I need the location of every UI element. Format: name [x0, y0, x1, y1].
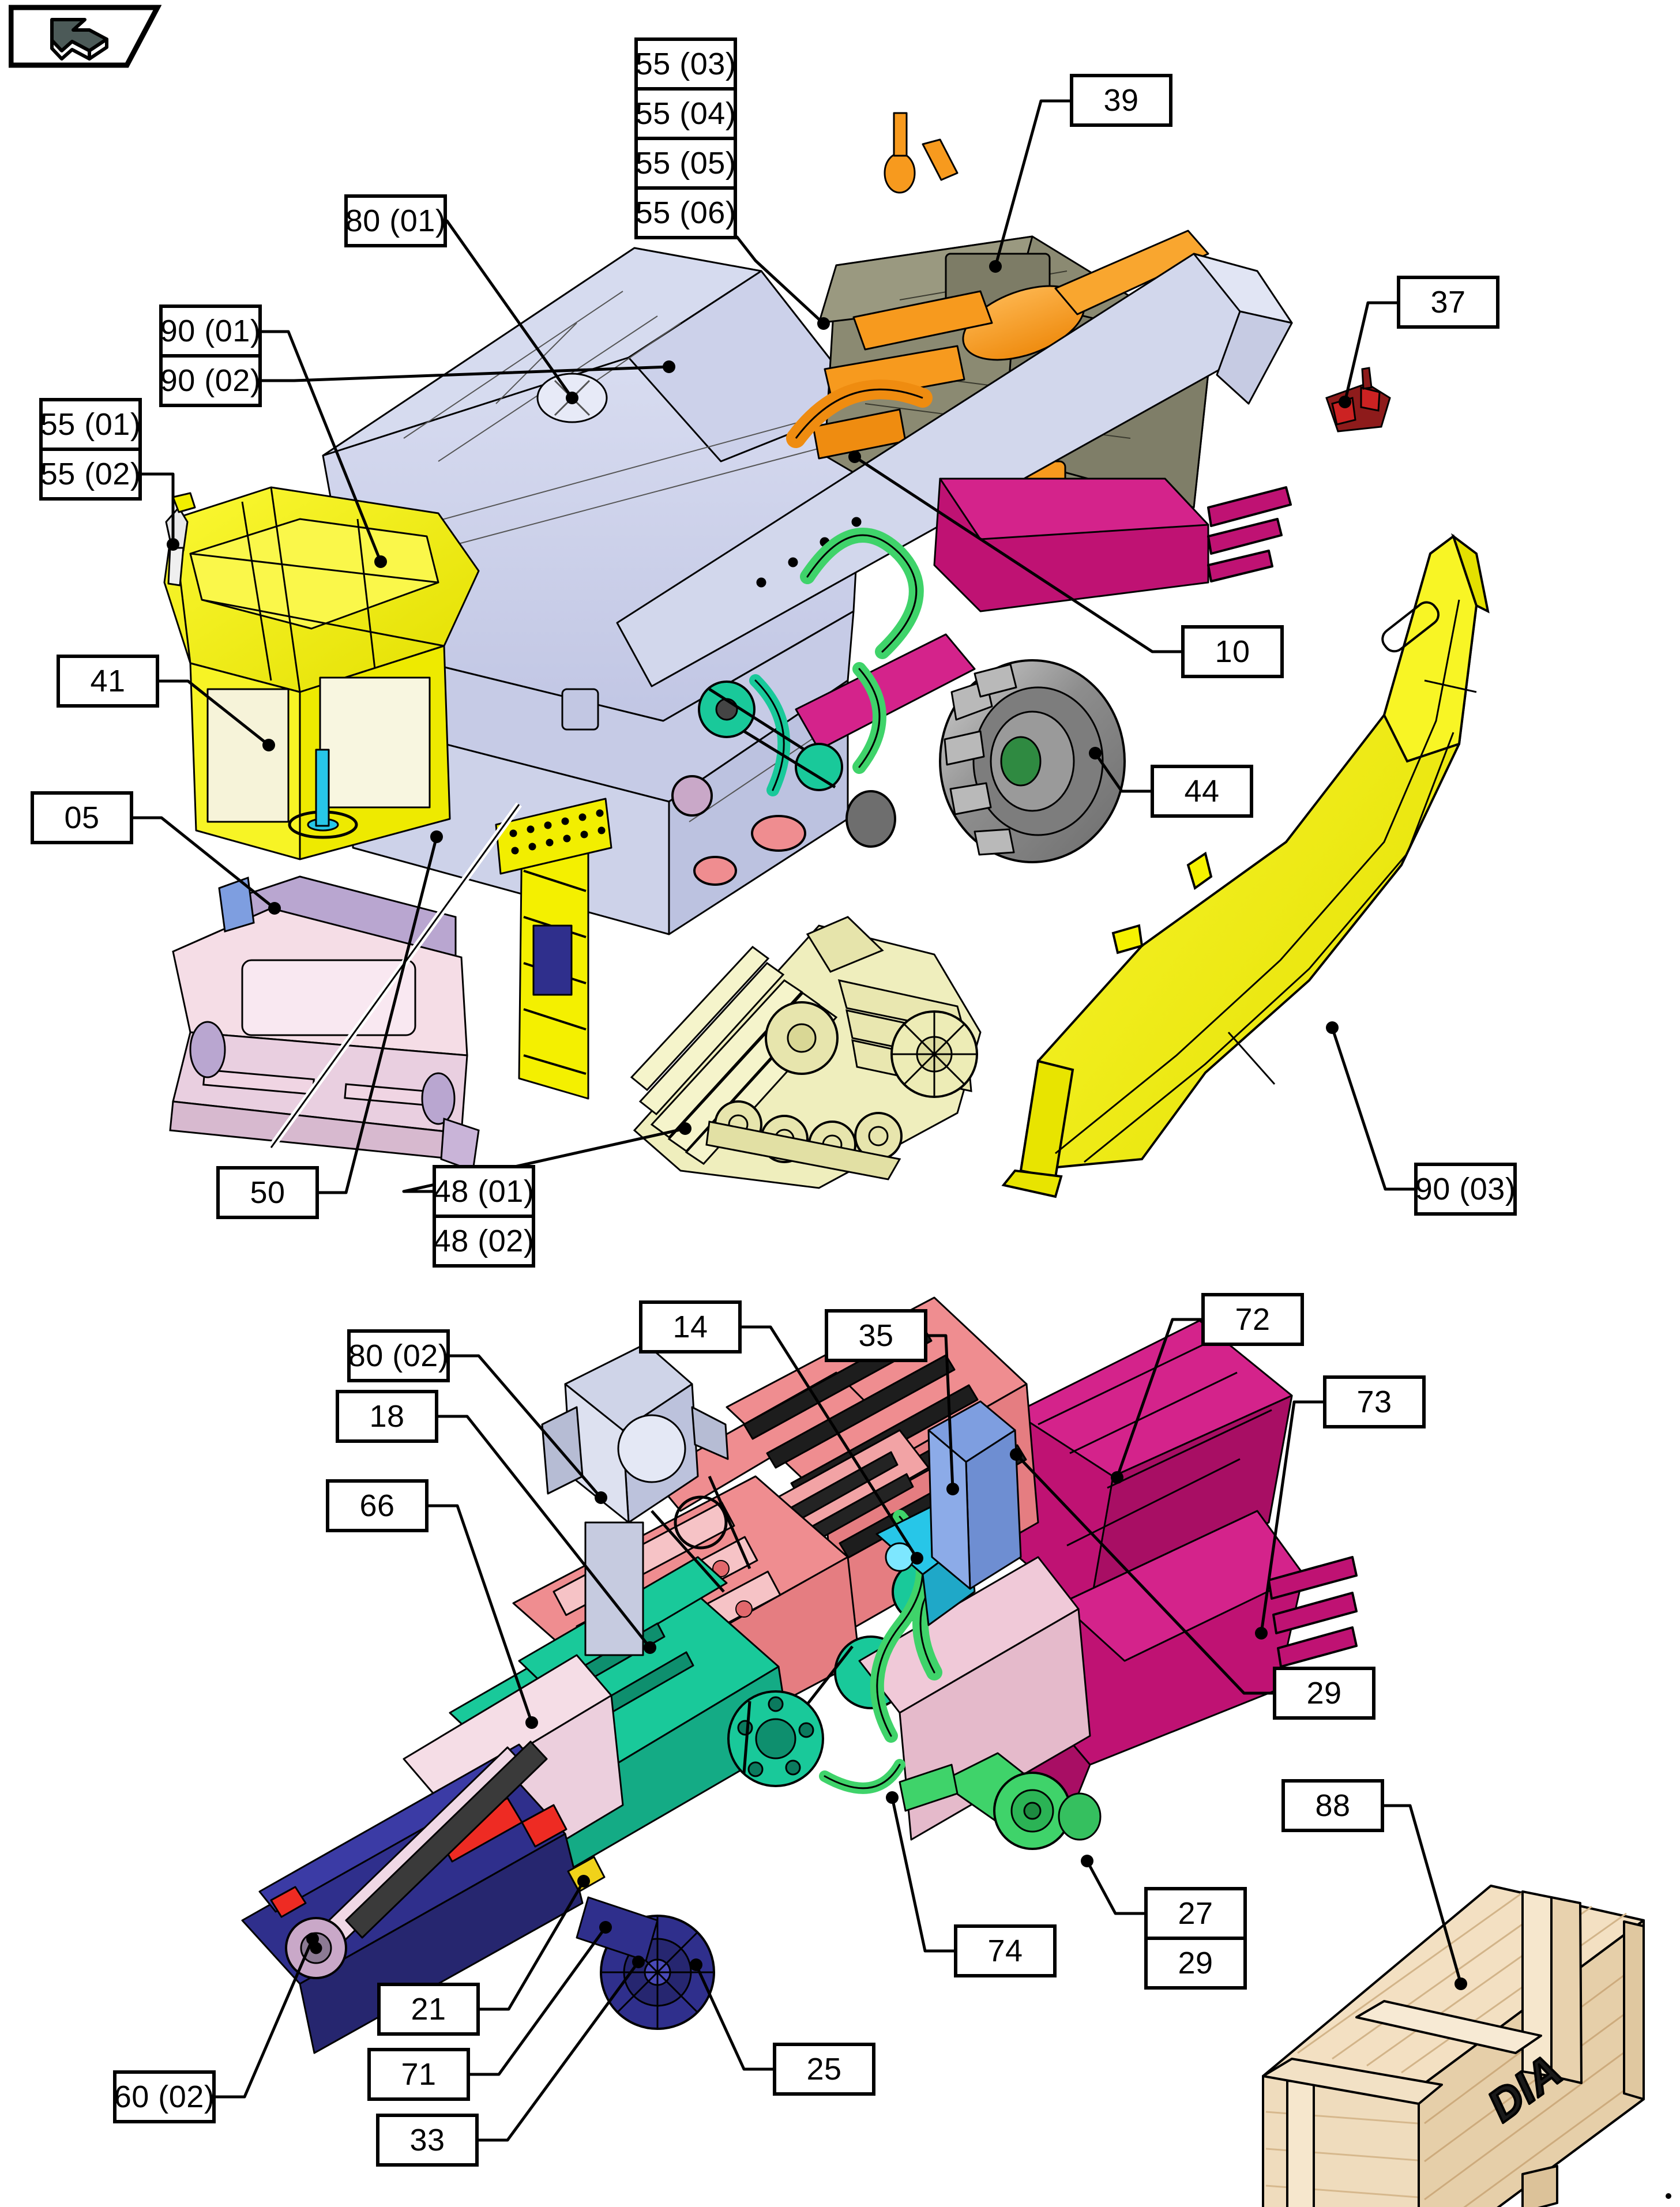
callout-33[interactable]: 33 [376, 2114, 479, 2167]
callout-55-04[interactable]: 55 (04) [634, 87, 737, 140]
callout-72[interactable]: 72 [1201, 1293, 1304, 1346]
hydraulic-hoses-lower [819, 1434, 987, 1794]
callout-60-02[interactable]: 60 (02) [113, 2070, 216, 2123]
callout-44[interactable]: 44 [1151, 765, 1253, 818]
sieve-pan-magenta [991, 1319, 1358, 1823]
feeder-head-module [541, 1343, 751, 1656]
small-wheel [845, 790, 896, 848]
callout-37[interactable]: 37 [1397, 276, 1499, 329]
part-37-red-bracket [1325, 367, 1391, 433]
pink-module-05 [169, 802, 522, 1172]
callout-25[interactable]: 25 [773, 2043, 875, 2096]
shipping-crate-88: DIA [1262, 1885, 1645, 2207]
frame-pale-pink [403, 1556, 1091, 1910]
cab-canopy [163, 486, 612, 1100]
belt-arm-60-02 [285, 1740, 548, 1979]
callout-55-01[interactable]: 55 (01) [39, 398, 142, 451]
callout-66[interactable]: 66 [326, 1479, 429, 1532]
combine-upper-assembly [163, 112, 1293, 1100]
callout-74[interactable]: 74 [954, 1924, 1057, 1977]
page-dot [1666, 2193, 1671, 2199]
teal-concave-66 [449, 1556, 954, 1878]
callout-35[interactable]: 35 [825, 1309, 927, 1362]
callout-21[interactable]: 21 [377, 1983, 480, 2036]
callout-90-02[interactable]: 90 (02) [159, 354, 262, 407]
callout-48-01[interactable]: 48 (01) [433, 1165, 535, 1218]
callout-55-03[interactable]: 55 (03) [634, 37, 737, 91]
valve-block-cyan [875, 1504, 976, 1626]
unloading-auger-tube [616, 253, 1293, 687]
control-box-35 [927, 1400, 1022, 1590]
callout-18[interactable]: 18 [336, 1390, 438, 1443]
grain-tank-body [322, 247, 866, 935]
callout-50[interactable]: 50 [216, 1166, 319, 1219]
callout-29[interactable]: 29 [1144, 1937, 1247, 1990]
callout-80-01[interactable]: 80 (01) [344, 194, 447, 247]
isometric-arrow-badge [8, 5, 162, 68]
callout-71[interactable]: 71 [367, 2048, 470, 2101]
callout-14[interactable]: 14 [639, 1300, 742, 1353]
gearbox-green-27 [899, 1752, 1102, 1850]
callout-90-03[interactable]: 90 (03) [1414, 1163, 1517, 1216]
callout-48-02[interactable]: 48 (02) [433, 1215, 535, 1268]
track-bogies [714, 1100, 903, 1169]
leader-lines [131, 99, 1463, 2142]
callout-41[interactable]: 41 [57, 655, 159, 708]
isometric-arrow-glyph [50, 18, 108, 61]
callout-90-01[interactable]: 90 (01) [159, 304, 262, 358]
engine-bay [786, 112, 1213, 555]
callout-55-06[interactable]: 55 (06) [634, 186, 737, 239]
rotor-bank-rose [512, 1475, 860, 1789]
crate-brand-mark: DIA [1477, 2044, 1572, 2133]
callout-55-05[interactable]: 55 (05) [634, 137, 737, 190]
callout-88[interactable]: 88 [1281, 1779, 1384, 1832]
callout-39[interactable]: 39 [1070, 74, 1172, 127]
callout-55-02[interactable]: 55 (02) [39, 448, 142, 501]
mirror-arm-left [165, 492, 196, 586]
track-unit-48 [630, 916, 982, 1189]
callout-29[interactable]: 29 [1273, 1667, 1375, 1720]
header-frame-magenta [795, 478, 1292, 751]
svg-text:DIA: DIA [1478, 2045, 1570, 2131]
drive-belts-pulleys [671, 680, 843, 886]
callout-80-02[interactable]: 80 (02) [347, 1329, 450, 1382]
callout-27[interactable]: 27 [1144, 1887, 1247, 1940]
callout-05[interactable]: 05 [31, 791, 133, 844]
callout-10[interactable]: 10 [1181, 625, 1284, 678]
hydraulic-hoses-green [749, 528, 924, 796]
callout-73[interactable]: 73 [1323, 1375, 1426, 1428]
rear-tire [939, 659, 1126, 863]
leader-terminals [167, 260, 1467, 1990]
